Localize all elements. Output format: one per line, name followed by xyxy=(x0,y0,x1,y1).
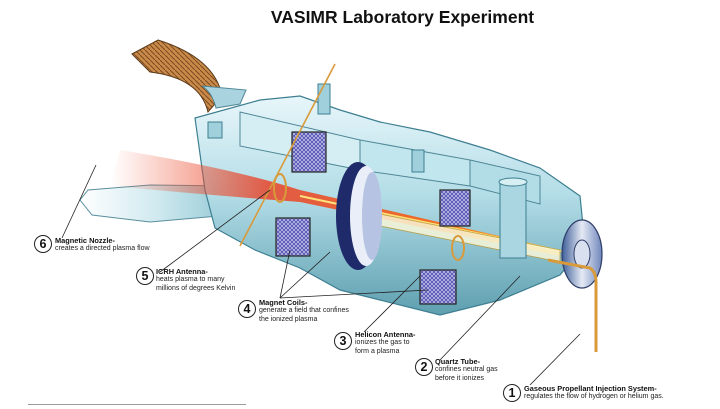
helicon-antenna xyxy=(451,235,465,261)
callout-title: Magnetic Nozzle- xyxy=(55,236,115,245)
callout-desc-line-2: before it ionizes xyxy=(435,375,485,382)
magnet-coil xyxy=(419,269,457,305)
callout-desc: creates a directed plasma flow xyxy=(55,245,150,252)
callout-desc-line-1: confines neutral gas xyxy=(435,366,498,373)
callout-number: 3 xyxy=(334,332,352,350)
callout-desc-line-1: heats plasma to many xyxy=(156,276,225,283)
gas-feed-line xyxy=(547,258,598,352)
callout-title: Magnet Coils- xyxy=(259,298,308,307)
callout-title: Quartz Tube- xyxy=(435,357,481,366)
callout-title: Gaseous Propellant Injection System- xyxy=(524,384,657,393)
magnet-coil xyxy=(275,217,311,257)
callout-desc: regulates the flow of hydrogen or helium… xyxy=(524,393,664,400)
magnet-coil xyxy=(291,131,327,173)
callout-number: 1 xyxy=(503,384,521,402)
magnet-coil xyxy=(439,189,471,227)
callout-desc-line-2: the ionized plasma xyxy=(259,316,318,323)
callout-title: ICRH Antenna- xyxy=(156,267,208,276)
leader-lines xyxy=(61,164,581,386)
callout-number: 5 xyxy=(136,267,154,285)
bottom-rule xyxy=(28,404,246,405)
diagram-title: VASIMR Laboratory Experiment xyxy=(270,7,535,27)
callout-desc-line-1: generate a field that confines xyxy=(259,307,349,314)
callout-number: 6 xyxy=(34,235,52,253)
icrh-antenna xyxy=(273,173,287,203)
callout-desc-line-2: millions of degrees Kelvin xyxy=(156,285,236,292)
callout-title: Helicon Antenna- xyxy=(355,330,416,339)
feed-conduit xyxy=(131,39,223,114)
callout-number: 2 xyxy=(415,358,433,376)
callout-desc-line-2: form a plasma xyxy=(355,348,400,355)
callout-number: 4 xyxy=(238,300,256,318)
callout-desc-line-1: ionizes the gas to xyxy=(355,339,410,346)
